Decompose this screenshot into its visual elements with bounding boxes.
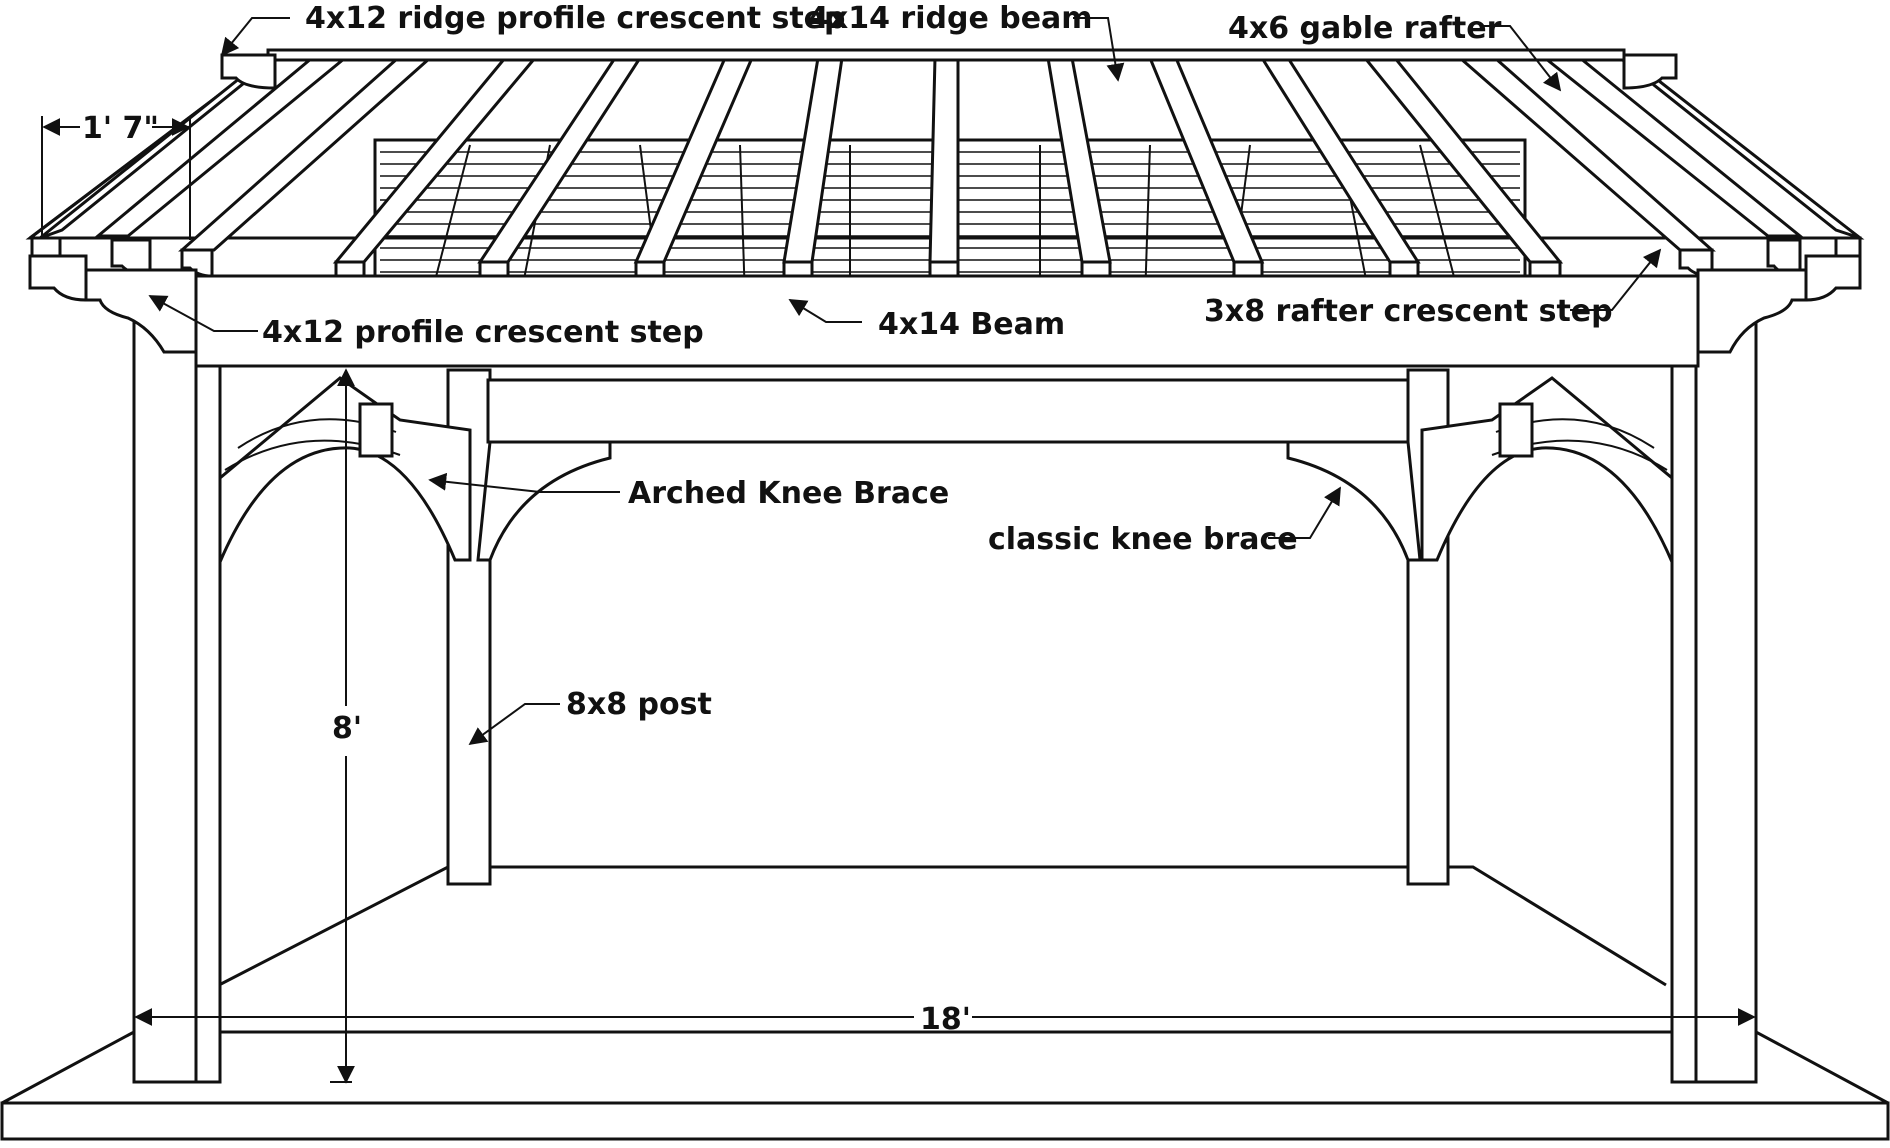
leader-lines (148, 17, 1662, 746)
classic-knee-brace (476, 440, 1422, 562)
ridge-beam (220, 48, 1678, 90)
post (132, 318, 1758, 1084)
label-beam: 4x14 Beam (878, 307, 1065, 342)
label-arched-knee-brace: Arched Knee Brace (628, 476, 949, 511)
arched-knee-brace (218, 376, 1674, 563)
label-gable-rafter: 4x6 gable rafter (1228, 11, 1502, 46)
label-profile-step: 4x12 profile crescent step (262, 315, 704, 350)
label-classic-knee-brace: classic knee brace (988, 522, 1298, 557)
label-overhang: 1' 7" (82, 111, 159, 146)
label-width: 18' (920, 1002, 971, 1037)
ground-slab (0, 865, 1890, 1141)
overhang-dimension (41, 116, 191, 240)
back-beam (486, 378, 1410, 444)
label-height: 8' (332, 711, 362, 746)
label-ridge-beam: 4x14 ridge beam (808, 1, 1093, 36)
label-post: 8x8 post (566, 687, 712, 722)
label-ridge-profile: 4x12 ridge profile crescent step (305, 1, 846, 36)
height-dimension (330, 368, 355, 1084)
front-beam (28, 254, 1862, 368)
rafters (39, 56, 1861, 264)
label-rafter-step: 3x8 rafter crescent step (1204, 294, 1613, 329)
